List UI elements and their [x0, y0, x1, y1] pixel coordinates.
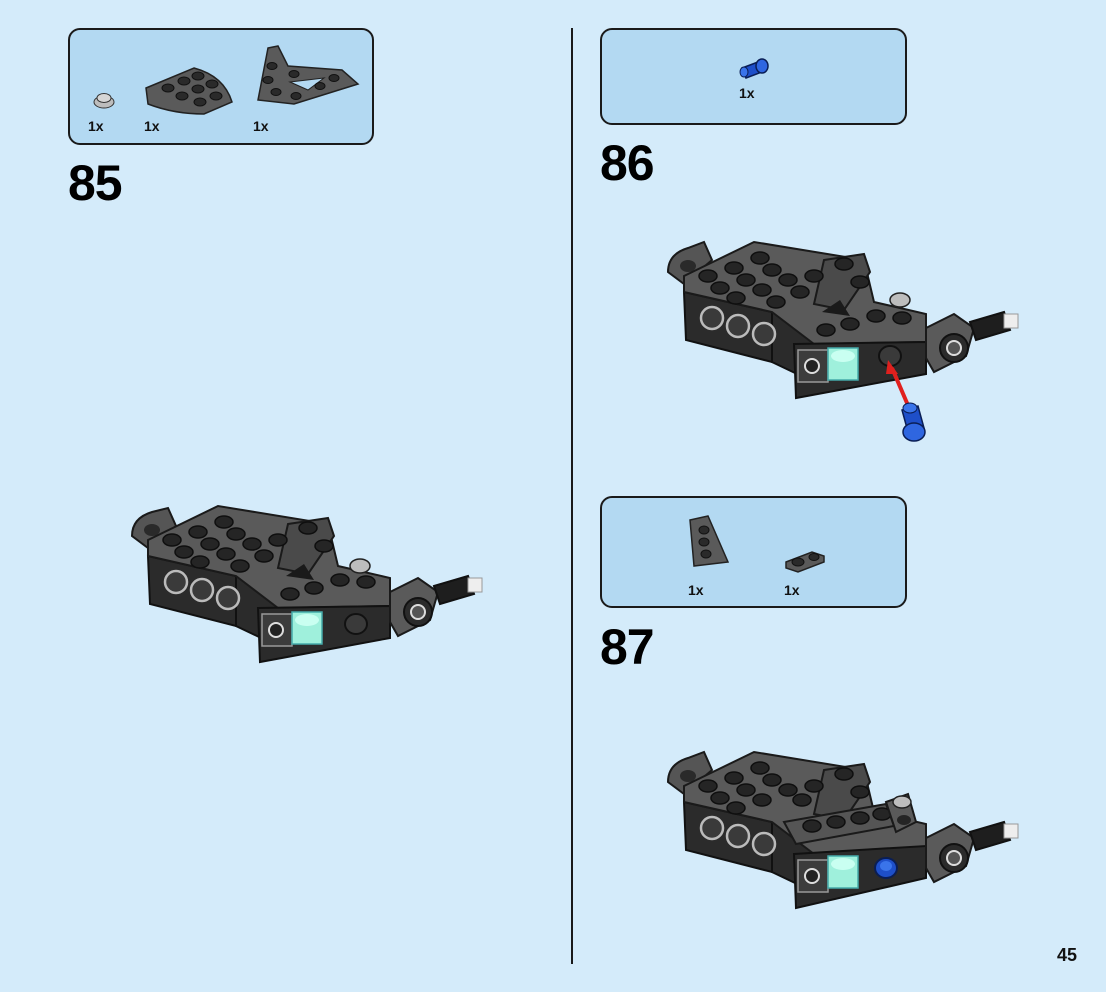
model-assembly-step-85-image [130, 504, 483, 664]
part-clip-plate-icon [785, 551, 825, 573]
part-wedge-frame-plate-icon [257, 45, 360, 105]
parts-box-step-85: 1x 1x 1x [68, 28, 374, 145]
model-assembly-step-87-image [666, 750, 1019, 910]
part-quarter-round-plate-icon [145, 67, 233, 115]
part-qty: 1x [784, 582, 800, 598]
part-blue-pin-icon [739, 58, 769, 79]
part-qty: 1x [144, 118, 160, 134]
model-assembly-step-86-image [666, 240, 1019, 442]
page-divider [571, 28, 573, 964]
part-qty: 1x [88, 118, 104, 134]
part-qty: 1x [253, 118, 269, 134]
page-number: 45 [1056, 945, 1077, 965]
parts-box-step-87: 1x 1x [600, 496, 907, 608]
parts-box-step-86: 1x [600, 28, 907, 125]
part-wedge-plate-icon [689, 515, 730, 567]
step-number: 86 [600, 135, 655, 191]
step-number: 87 [600, 619, 655, 675]
part-qty: 1x [688, 582, 704, 598]
part-round-plate-icon [93, 93, 115, 109]
step-number: 85 [68, 155, 123, 211]
part-qty: 1x [739, 85, 755, 101]
